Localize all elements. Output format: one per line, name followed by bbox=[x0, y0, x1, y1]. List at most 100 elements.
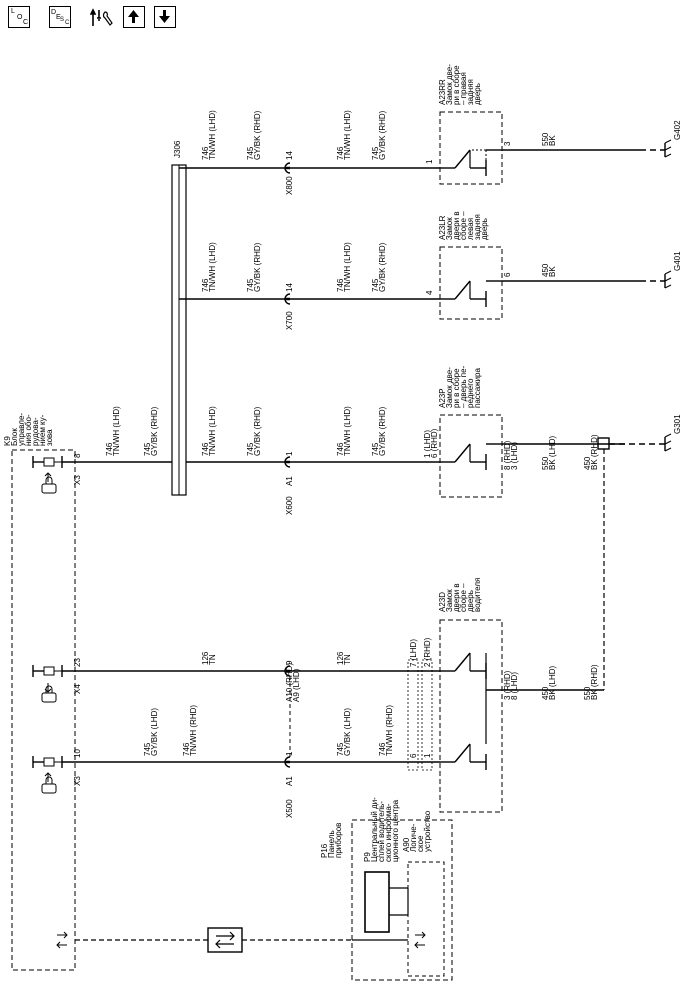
a23lr-pin4: 4 bbox=[425, 290, 434, 295]
a23p-pin8: 8 (RHD) bbox=[503, 440, 512, 470]
wire-745-rhd-color: GY/BK (RHD) bbox=[150, 406, 159, 456]
a23rr-desc-line: Замок две- bbox=[445, 64, 454, 105]
x600-pin-a1: A1 bbox=[285, 476, 294, 486]
a23p-pin3: 3 (LHD) bbox=[510, 442, 519, 470]
wire-746-rhd-color: TN/WH (RHD) bbox=[385, 705, 394, 756]
wire-745-rhd-label: 745 bbox=[246, 146, 255, 160]
a23p-desc-line: реднего bbox=[466, 378, 475, 408]
x500-pin9: 9 bbox=[285, 660, 294, 665]
a23d-pin1: 1 bbox=[423, 753, 432, 758]
wire-550-label: 550 bbox=[541, 132, 550, 146]
p9-desc-line: Центральный ди- bbox=[370, 797, 379, 862]
a23p-pin6: 6 (RHD) bbox=[430, 428, 439, 458]
wire-450-label: 450 bbox=[583, 456, 592, 470]
wire-746-lhd-color: TN/WH (LHD) bbox=[343, 406, 352, 456]
k9-desc-line: нием ку- bbox=[38, 414, 47, 446]
p9-label: P9 bbox=[363, 852, 372, 862]
wire-550-color: BK (LHD) bbox=[548, 435, 557, 470]
arrow-down-icon[interactable] bbox=[154, 6, 176, 28]
a23lr-label: A23LR bbox=[438, 215, 447, 240]
lock-symbol-icon bbox=[41, 683, 57, 703]
a23d-label: A23D bbox=[438, 592, 447, 612]
a90-label: A90 bbox=[402, 837, 411, 852]
wire-746-label: 746 bbox=[182, 742, 191, 756]
wire-745-lhd-color: GY/BK (LHD) bbox=[343, 708, 352, 756]
wire-450-label: 450 bbox=[541, 263, 550, 277]
wire-746-lhd-label: 746 bbox=[201, 146, 210, 160]
wire-746-lhd-label: 746 bbox=[201, 442, 210, 456]
a23lr-desc-line: двери в bbox=[452, 211, 461, 240]
loc-icon[interactable]: L O C bbox=[8, 6, 30, 28]
a23p-desc-line: Замок две- bbox=[445, 367, 454, 408]
a90-desc-line: ское bbox=[416, 835, 425, 852]
a23d-pin3: 3 (RHD) bbox=[503, 670, 512, 700]
a23d-desc-line: сборе – bbox=[459, 583, 468, 612]
p9-desc-line: ционного центра bbox=[391, 799, 400, 862]
k9-terminal-23 bbox=[32, 665, 63, 677]
wire-745-rhd-label: 745 bbox=[246, 278, 255, 292]
serial-data-gateway-box bbox=[207, 927, 243, 953]
a23d-desc-line: Замок bbox=[445, 589, 454, 612]
wire-745-rhd-color: GY/BK (RHD) bbox=[253, 406, 262, 456]
arrow-up-icon[interactable] bbox=[123, 6, 145, 28]
x500-label: X500 bbox=[285, 799, 294, 818]
k9-module-box bbox=[11, 449, 76, 971]
serial-data-arrows-icon bbox=[56, 931, 426, 949]
k9-x4-label: X4 bbox=[73, 684, 82, 694]
wire-550-label: 550 bbox=[583, 686, 592, 700]
wire-745-lhd-color: GY/BK (LHD) bbox=[150, 708, 159, 756]
ground-g401-icon bbox=[664, 270, 672, 289]
wire-126-color: TN bbox=[343, 654, 352, 665]
p16-label: P16 bbox=[320, 843, 329, 858]
x600-pin1: 1 bbox=[285, 451, 294, 456]
a23lr-desc-line: задняя bbox=[473, 214, 482, 240]
k9-desc-line: Блок bbox=[10, 428, 19, 446]
wire-746-lhd-color: TN/WH (LHD) bbox=[208, 242, 217, 292]
a23lr-switch-box bbox=[439, 246, 503, 320]
wire-bk-color: BK bbox=[548, 266, 557, 277]
x500-pin1: 1 bbox=[285, 751, 294, 756]
k9-desc-line: рудова- bbox=[31, 417, 40, 446]
a23p-pin1: 1 (LHD) bbox=[423, 430, 432, 458]
a23rr-desc-line: дверь bbox=[473, 83, 482, 105]
wire-745-rhd-label: 745 bbox=[371, 278, 380, 292]
k9-x4-pin: 23 bbox=[73, 658, 82, 667]
g401-label: G401 bbox=[673, 251, 682, 271]
wire-746-lhd-label: 746 bbox=[105, 442, 114, 456]
wire-550-color: BK (RHD) bbox=[590, 664, 599, 700]
a23d-desc-line: двери в bbox=[452, 583, 461, 612]
p16-desc-line: Панель bbox=[327, 830, 336, 858]
k9-x3b-label: X3 bbox=[73, 776, 82, 786]
wire-746-lhd-color: TN/WH (LHD) bbox=[343, 242, 352, 292]
a23lr-pin6: 6 bbox=[503, 272, 512, 277]
a23rr-pin3: 3 bbox=[503, 141, 512, 146]
a23rr-label: A23RR bbox=[438, 79, 447, 105]
p9-desc-line: сплей водитель- bbox=[377, 801, 386, 862]
x800-pin-label: 14 bbox=[285, 151, 294, 160]
k9-desc-line: ния обо- bbox=[24, 414, 33, 446]
p16-instrument-panel-box bbox=[351, 819, 453, 981]
desc-icon[interactable]: D E S C bbox=[49, 6, 71, 28]
connector-wrench-icon[interactable] bbox=[89, 6, 114, 28]
x500-pin-a10: A10 (RHD) bbox=[285, 663, 294, 702]
wire-745-rhd-label: 745 bbox=[371, 442, 380, 456]
a90-logic-device-box bbox=[407, 861, 445, 977]
k9-terminal-10 bbox=[32, 756, 63, 768]
wire-126-label: 126 bbox=[201, 651, 210, 665]
wire-126-color: TN bbox=[208, 654, 217, 665]
j306-label: J306 bbox=[173, 140, 182, 158]
wire-745-rhd-color: GY/BK (RHD) bbox=[378, 406, 387, 456]
g301-label: G301 bbox=[673, 414, 682, 434]
p9-desc-line: ского информа- bbox=[384, 803, 393, 862]
a90-desc-line: Логиче- bbox=[409, 823, 418, 852]
lock-symbol-icon bbox=[41, 472, 57, 494]
wire-746-lhd-color: TN/WH (LHD) bbox=[343, 110, 352, 160]
a90-desc-line: устройство bbox=[423, 810, 432, 852]
k9-x3b-pin: 10 bbox=[73, 749, 82, 758]
wire-745-rhd-color: GY/BK (RHD) bbox=[378, 242, 387, 292]
a23d-pin7: 7 (LHD) bbox=[409, 639, 418, 667]
x700-pin-label: 14 bbox=[285, 283, 294, 292]
a23rr-pin1: 1 bbox=[425, 159, 434, 164]
k9-desc-line: зова bbox=[45, 429, 54, 446]
wire-746-label: 746 bbox=[378, 742, 387, 756]
